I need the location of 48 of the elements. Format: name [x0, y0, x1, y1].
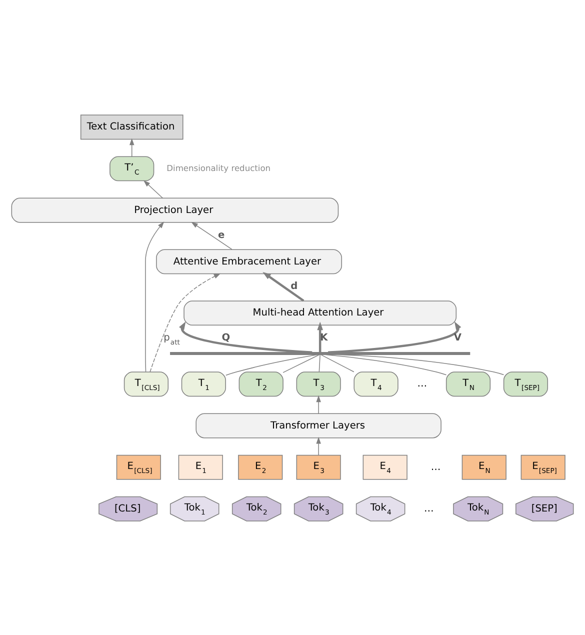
node-box: E$_{[SEP]}$	[520, 454, 566, 480]
node-box: E$_{[CLS]}$	[116, 454, 161, 480]
node-box: E$_{1}$	[178, 454, 223, 480]
arrow	[145, 221, 164, 372]
arrow	[262, 271, 304, 302]
connector	[336, 354, 504, 375]
label: …	[430, 461, 441, 472]
arrow	[129, 138, 134, 156]
node-box: E$_{4}$	[362, 454, 408, 480]
node-box: T$_{N}$	[446, 371, 491, 396]
arrow	[191, 221, 232, 250]
edge-label: V	[454, 332, 462, 344]
node-box: Projection Layer	[11, 197, 339, 222]
node-box: T$_{3}$	[296, 371, 341, 396]
arrow	[328, 320, 462, 354]
label: …	[424, 502, 434, 514]
node-box: Attentive Embracement Layer	[156, 248, 342, 274]
node-box: E$_{3}$	[296, 454, 341, 480]
arrow	[178, 320, 312, 354]
edge-label: d	[290, 280, 298, 292]
connector	[226, 354, 318, 376]
node-box: E$_{N}$	[462, 454, 506, 480]
node-box: Text Classification	[80, 114, 184, 140]
arrow	[316, 394, 321, 414]
node-box: T$_{1}$	[181, 371, 226, 396]
node-box: Multi-head Attention Layer	[184, 300, 457, 326]
node-box: T$_{2}$	[238, 371, 284, 396]
node-box: T$_{[CLS]}$	[124, 371, 169, 396]
node-box: T’$_{C}$	[110, 156, 154, 181]
connector	[318, 354, 320, 372]
arrow	[150, 272, 221, 372]
arrow	[317, 321, 323, 352]
connector	[320, 354, 354, 372]
node-bar	[170, 352, 470, 355]
node-box: Transformer Layers	[196, 412, 442, 438]
arrow	[316, 436, 321, 456]
node-box: T$_{4}$	[354, 371, 398, 396]
label: …	[417, 378, 428, 390]
node-box: E$_{2}$	[238, 454, 283, 480]
edge-label: p$_{att}$	[164, 332, 180, 346]
arrow	[143, 180, 164, 198]
edge-label: K	[320, 332, 328, 344]
edge-label: Q	[222, 332, 230, 344]
edge-label: e	[218, 229, 225, 240]
connector	[324, 354, 447, 375]
node-box: T$_{[SEP]}$	[503, 371, 548, 396]
label: Dimensionality reduction	[166, 162, 271, 172]
connector	[282, 354, 320, 372]
